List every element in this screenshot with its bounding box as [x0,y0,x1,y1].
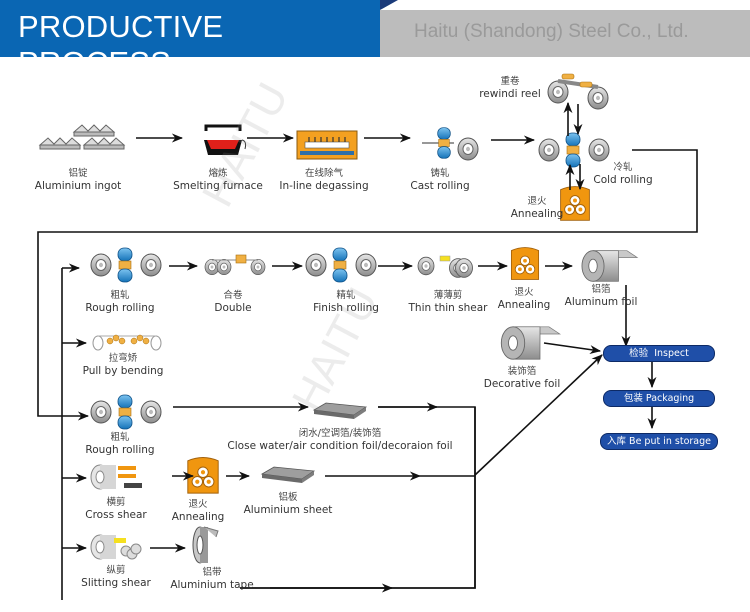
inspect-pill: 检验 Inspect [603,345,715,362]
company-box: Haitu (Shandong) Steel Co., Ltd. [380,10,750,57]
aluminum-foil-roll-icon [581,250,638,282]
rough-rolling-icon [90,247,162,283]
flow-connectors [37,101,698,600]
aluminium-tape-icon [192,526,219,564]
cast-rolling-icon [422,127,479,161]
thin-shear-icon [417,255,473,278]
header-banner: PRODUCTIVE PROCESS Haitu (Shandong) Stee… [0,0,750,80]
degassing-unit-icon [296,130,358,160]
page-title: PRODUCTIVE PROCESS [18,9,224,80]
packaging-pill: 包装 Packaging [603,390,715,407]
title-box: PRODUCTIVE PROCESS [0,0,380,80]
double-icon [204,254,266,276]
rough-rolling-icon [90,394,162,430]
company-name: Haitu (Shandong) Steel Co., Ltd. [414,21,689,42]
storage-pill: 入库 Be put in storage [600,433,718,450]
slitting-shear-icon [90,534,142,560]
annealing-furnace-icon [510,247,540,280]
annealing-furnace-icon [560,186,590,221]
aluminium-ingot-icon [38,124,126,150]
pull-bending-icon [92,334,162,351]
header-corner-accent [380,0,398,10]
aluminium-sheet-icon [261,466,315,484]
decorative-foil-roll-icon [500,326,561,360]
smelting-furnace-icon [204,124,247,155]
rewind-reel-icon [547,73,609,110]
finish-rolling-icon [305,247,377,283]
cross-shear-icon [90,464,142,490]
